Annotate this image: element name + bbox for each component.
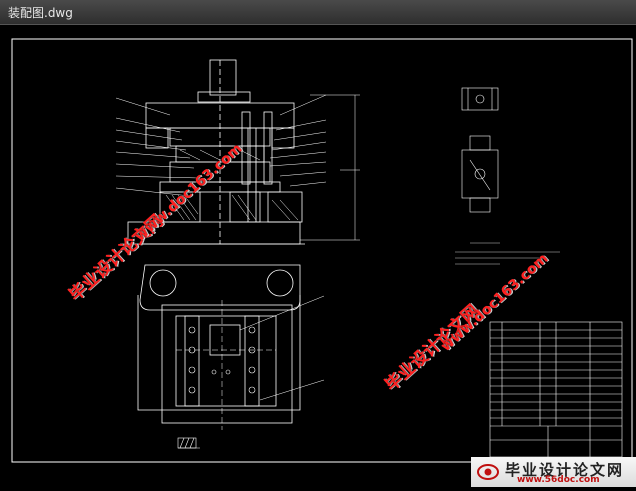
- part-detail-view: [461, 87, 499, 213]
- drawing-canvas[interactable]: 毕业设计论文网 www.doc163.com 毕业设计论文网 www.doc16…: [0, 25, 636, 487]
- logo-title: 毕业设计论文网: [505, 461, 625, 479]
- cad-drawing: [11, 38, 633, 463]
- dimension-lines: [300, 94, 360, 241]
- parts-list-table: [489, 321, 623, 458]
- left-leaders: [115, 97, 201, 197]
- title-bar: 装配图.dwg: [0, 0, 636, 25]
- site-logo: 毕业设计论文网 www.56doc.com: [471, 457, 636, 487]
- die-assembly-section: [120, 59, 305, 245]
- right-leaders: [269, 94, 327, 187]
- window-title: 装配图.dwg: [8, 6, 73, 20]
- technical-notes: [455, 242, 560, 265]
- die-plan-view: [137, 264, 325, 430]
- drawing-frame: [11, 38, 633, 463]
- eye-logo-icon: [477, 464, 499, 480]
- logo-url: www.56doc.com: [517, 475, 600, 485]
- section-symbol: [177, 437, 200, 449]
